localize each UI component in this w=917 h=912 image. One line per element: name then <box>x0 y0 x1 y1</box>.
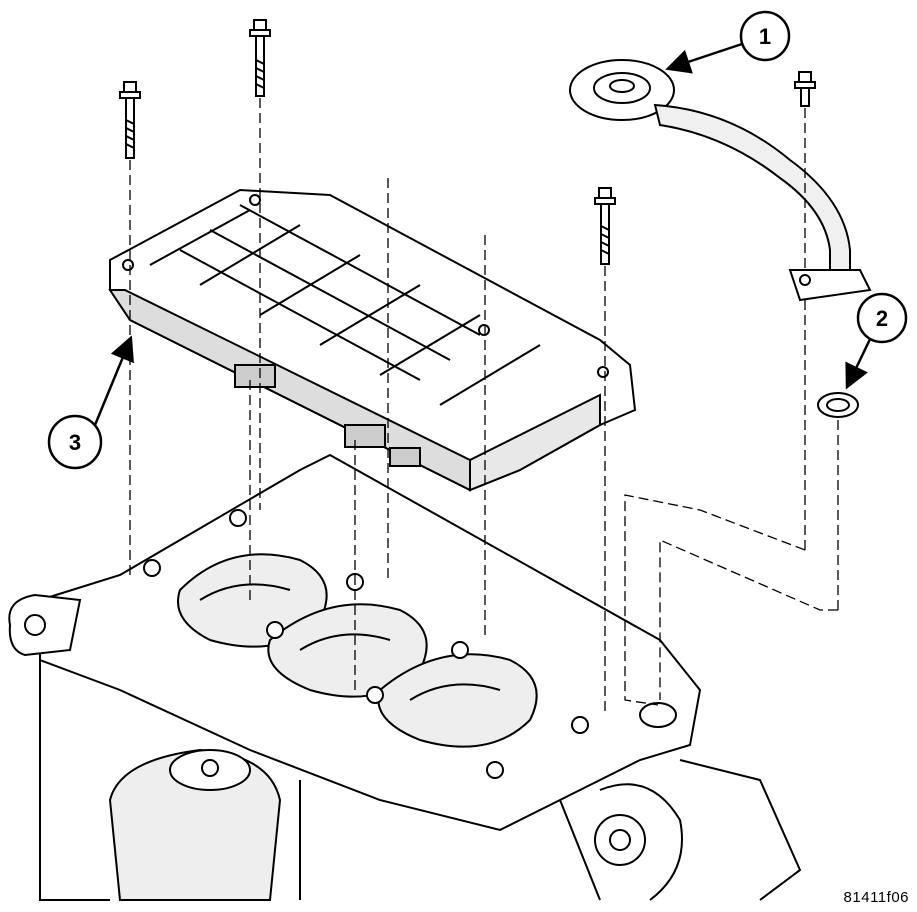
bolt-3 <box>594 187 616 265</box>
callout-1: 1 <box>665 10 791 74</box>
bolt-4 <box>794 71 816 107</box>
bolt-2 <box>249 19 271 97</box>
alignment-lines <box>129 98 839 715</box>
callout-3: 3 <box>47 335 134 470</box>
o-ring <box>817 392 859 418</box>
callout-1-label: 1 <box>759 24 771 49</box>
engine-block <box>8 453 802 901</box>
oil-pickup-tube <box>569 59 872 302</box>
bolt-1 <box>119 81 141 159</box>
windage-tray <box>108 188 637 492</box>
figure-id: 81411f06 <box>843 889 909 906</box>
callout-2: 2 <box>845 292 908 390</box>
callout-2-label: 2 <box>876 306 888 331</box>
callout-3-label: 3 <box>69 430 81 455</box>
bolts <box>119 19 816 265</box>
